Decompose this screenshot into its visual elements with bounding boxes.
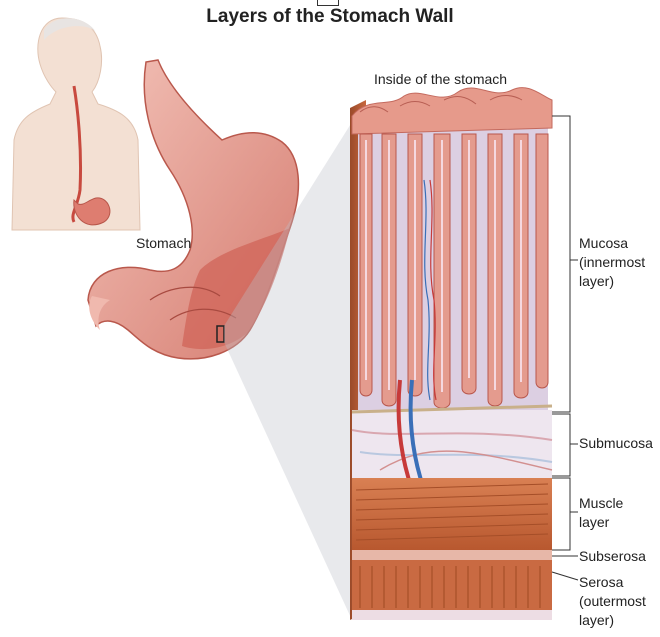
mucosa-label: Mucosa (innermost layer) [579, 234, 645, 291]
stomach-label: Stomach [136, 234, 191, 253]
tissue-block [350, 88, 552, 620]
mucosa-label-line-1: Mucosa [579, 234, 645, 253]
torso-figure [12, 18, 140, 230]
submucosa-label: Submucosa [579, 434, 653, 453]
serosa-label-line-3: layer) [579, 611, 646, 630]
inside-stomach-label: Inside of the stomach [374, 70, 507, 89]
muscle-label-line-2: layer [579, 513, 623, 532]
mucosa-label-line-3: layer) [579, 272, 645, 291]
layer-brackets [552, 116, 578, 580]
subserosa-label: Subserosa [579, 547, 646, 566]
mucosa-label-line-2: (innermost [579, 253, 645, 272]
serosa-label-line-1: Serosa [579, 573, 646, 592]
serosa-label: Serosa (outermost layer) [579, 573, 646, 630]
muscle-layer-label: Muscle layer [579, 494, 623, 532]
serosa-label-line-2: (outermost [579, 592, 646, 611]
muscle-label-line-1: Muscle [579, 494, 623, 513]
